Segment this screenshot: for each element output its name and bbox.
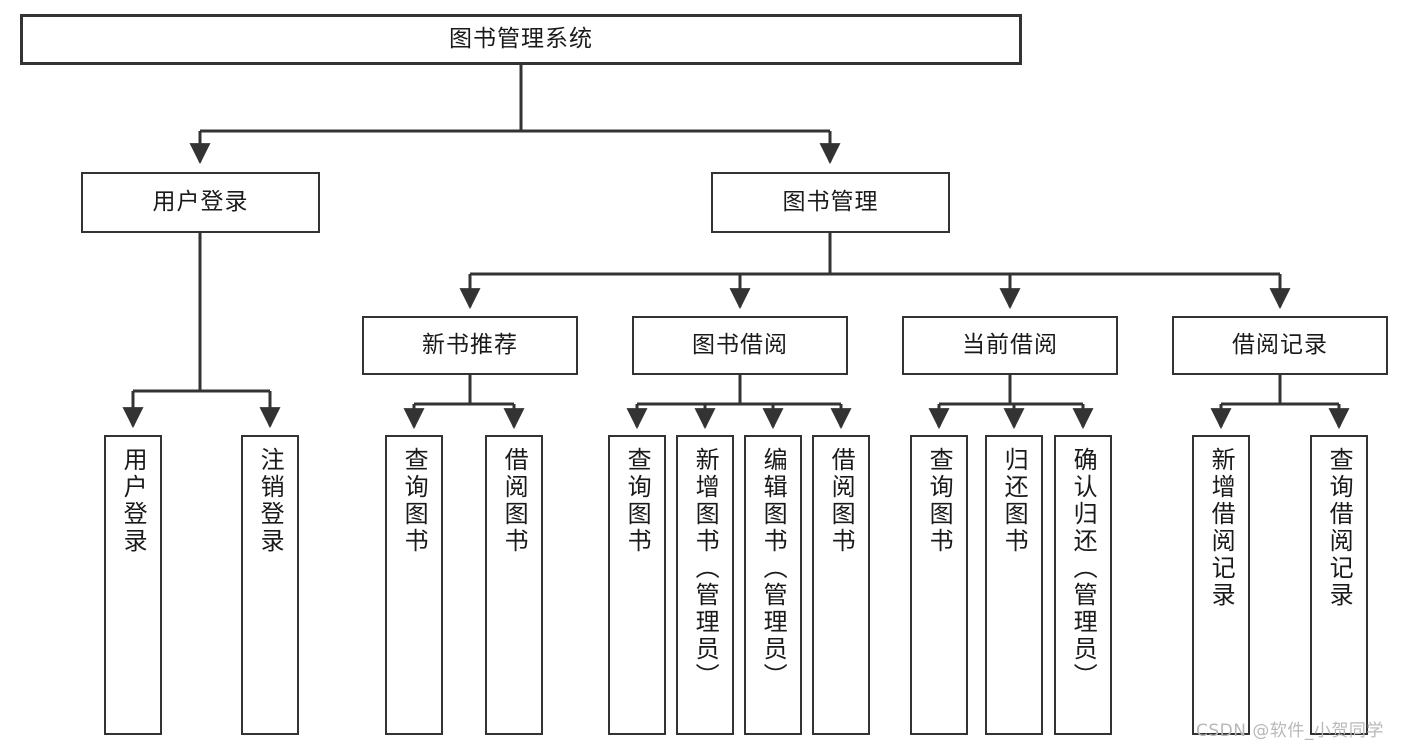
node-leaf-query-book-cur-label: 查询图书 [925,447,954,555]
node-root[interactable]: 图书管理系统 [20,14,1022,65]
node-leaf-confirm-return-label: 确认归还（管理员） [1069,447,1098,690]
node-borrow-record-label: 借阅记录 [1232,331,1328,358]
node-current-borrow[interactable]: 当前借阅 [902,316,1118,375]
node-new-book-rec[interactable]: 新书推荐 [362,316,578,375]
node-root-label: 图书管理系统 [449,25,593,52]
node-user-login-label: 用户登录 [152,188,249,215]
node-book-borrow-label: 图书借阅 [692,331,788,358]
node-leaf-query-book-cur[interactable]: 查询图书 [910,435,968,735]
node-user-login[interactable]: 用户登录 [81,172,320,233]
node-leaf-add-record[interactable]: 新增借阅记录 [1192,435,1250,735]
node-leaf-user-logout-label: 注销登录 [256,447,285,555]
node-leaf-user-login-label: 用户登录 [119,447,148,555]
node-leaf-borrow-book-rec[interactable]: 借阅图书 [485,435,543,735]
node-leaf-borrow-book-rec-label: 借阅图书 [500,447,529,555]
node-leaf-query-book-rec[interactable]: 查询图书 [385,435,443,735]
node-borrow-record[interactable]: 借阅记录 [1172,316,1388,375]
node-leaf-add-book[interactable]: 新增图书（管理员） [676,435,734,735]
node-current-borrow-label: 当前借阅 [962,331,1058,358]
node-leaf-edit-book-label: 编辑图书（管理员） [759,447,788,690]
csdn-watermark: CSDN @软件_小贺同学 [1196,721,1384,741]
node-leaf-query-book-borrow-label: 查询图书 [623,447,652,555]
node-book-manage-label: 图书管理 [782,188,879,215]
node-leaf-query-book-borrow[interactable]: 查询图书 [608,435,666,735]
node-leaf-confirm-return[interactable]: 确认归还（管理员） [1054,435,1112,735]
node-leaf-user-logout[interactable]: 注销登录 [241,435,299,735]
node-leaf-query-record[interactable]: 查询借阅记录 [1310,435,1368,735]
node-leaf-add-record-label: 新增借阅记录 [1207,447,1236,609]
node-book-manage[interactable]: 图书管理 [711,172,950,233]
node-leaf-borrow-book-label: 借阅图书 [827,447,856,555]
node-leaf-return-book-label: 归还图书 [1000,447,1029,555]
node-leaf-user-login[interactable]: 用户登录 [104,435,162,735]
node-new-book-rec-label: 新书推荐 [422,331,518,358]
node-leaf-query-record-label: 查询借阅记录 [1325,447,1354,609]
node-leaf-borrow-book[interactable]: 借阅图书 [812,435,870,735]
node-leaf-return-book[interactable]: 归还图书 [985,435,1043,735]
node-leaf-add-book-label: 新增图书（管理员） [691,447,720,690]
node-leaf-query-book-rec-label: 查询图书 [400,447,429,555]
node-leaf-edit-book[interactable]: 编辑图书（管理员） [744,435,802,735]
node-book-borrow[interactable]: 图书借阅 [632,316,848,375]
